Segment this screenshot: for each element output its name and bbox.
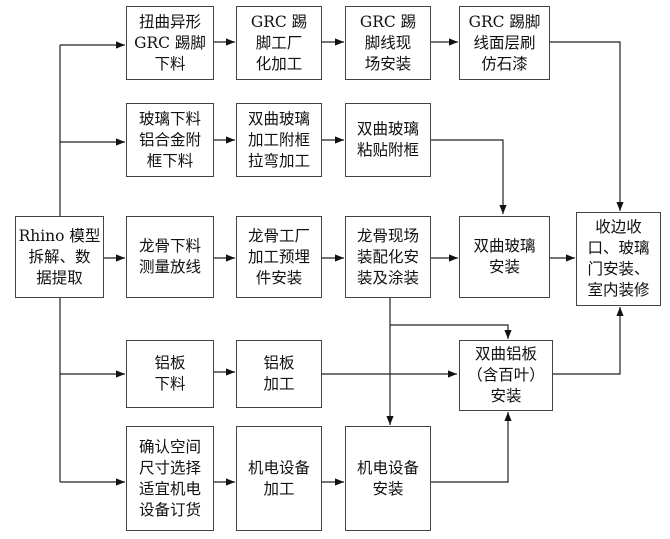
node-rhino-model-extract: Rhino 模型 拆解、数 据提取 bbox=[15, 216, 104, 298]
node-finishing-works: 收边收 口、玻璃 门安装、 室内装修 bbox=[576, 212, 661, 306]
node-aluminium-installation: 双曲铝板 （含百叶） 安装 bbox=[459, 340, 553, 411]
node-grc-site-install: GRC 踢 脚线现 场安装 bbox=[345, 6, 431, 80]
node-glass-cutting: 玻璃下料 铝合金附 框下料 bbox=[126, 103, 214, 177]
node-mep-processing: 机电设备 加工 bbox=[236, 426, 322, 531]
edge-mep-install-al bbox=[431, 412, 512, 483]
node-keel-factory-processing: 龙骨工厂 加工预埋 件安装 bbox=[236, 216, 322, 298]
edge-glass-bond-install bbox=[431, 139, 507, 214]
node-keel-site-assembly: 龙骨现场 装配化安 装及涂装 bbox=[345, 216, 431, 298]
node-mep-confirm-order: 确认空间 尺寸选择 适宜机电 设备订货 bbox=[126, 426, 214, 531]
edge-keel-site-to-al bbox=[390, 324, 512, 339]
node-glass-frame-bonding: 双曲玻璃 粘贴附框 bbox=[345, 103, 431, 177]
node-grc-skirting-cutting: 扭曲异形 GRC 踢脚 下料 bbox=[126, 6, 214, 80]
node-aluminium-processing: 铝板 加工 bbox=[236, 340, 322, 408]
node-glass-frame-bending: 双曲玻璃 加工附框 拉弯加工 bbox=[236, 103, 322, 177]
node-grc-stone-paint: GRC 踢脚 线面层刷 仿石漆 bbox=[459, 6, 550, 80]
node-grc-factory-processing: GRC 踢 脚工厂 化加工 bbox=[236, 6, 322, 80]
node-mep-installation: 机电设备 安装 bbox=[345, 426, 431, 531]
node-aluminium-cutting: 铝板 下料 bbox=[126, 340, 214, 408]
edge-grc-paint-finish bbox=[550, 41, 624, 211]
node-keel-cutting-survey: 龙骨下料 测量放线 bbox=[126, 216, 214, 298]
edge-al-install-finish bbox=[553, 307, 624, 375]
node-glass-installation: 双曲玻璃 安装 bbox=[459, 216, 550, 298]
